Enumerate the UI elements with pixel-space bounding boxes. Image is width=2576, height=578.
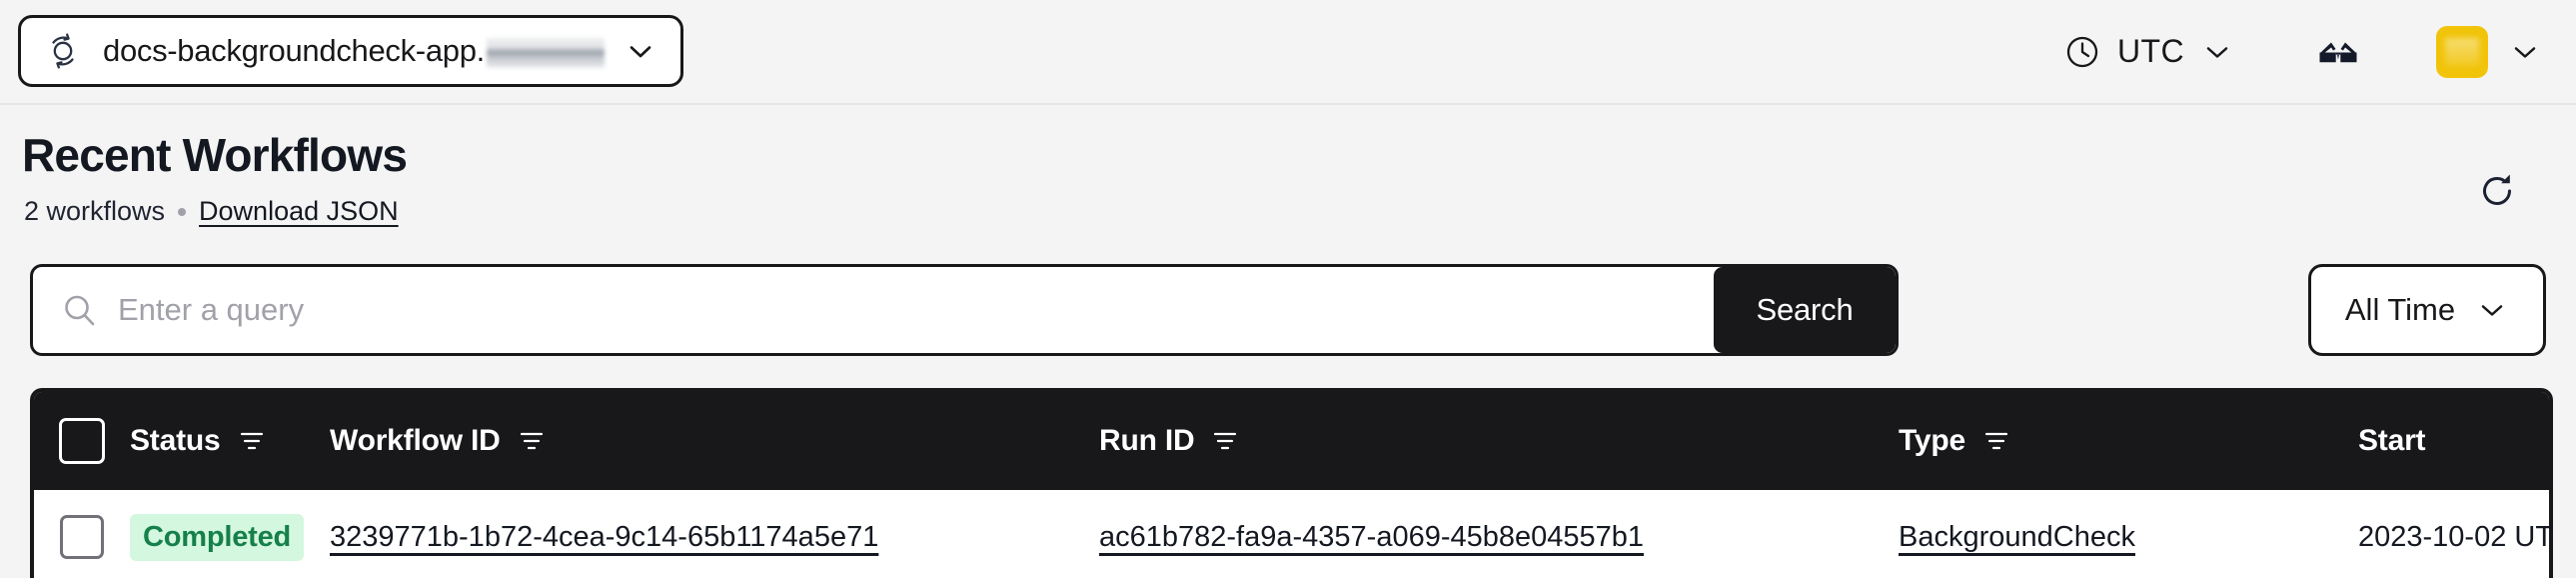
chevron-down-icon[interactable]	[623, 33, 658, 69]
run-id-link[interactable]: ac61b782-fa9a-4357-a069-45b8e04557b1	[1099, 520, 1645, 553]
time-range-label: All Time	[2344, 292, 2456, 327]
time-range-filter[interactable]: All Time	[2308, 264, 2546, 356]
cell-start: 2023-10-02 UT	[2358, 521, 2549, 554]
chevron-down-icon[interactable]	[2475, 293, 2509, 327]
namespace-circular-arrows-icon	[41, 29, 85, 73]
filter-icon[interactable]	[1210, 426, 1240, 456]
top-bar-right-controls: UTC	[2053, 0, 2542, 103]
workflow-type-link[interactable]: BackgroundCheck	[1899, 520, 2135, 553]
top-navigation-bar: docs-backgroundcheck-app. UTC	[0, 0, 2576, 105]
page-title: Recent Workflows	[22, 129, 408, 181]
column-header-status[interactable]: Status	[130, 424, 330, 458]
glasses-button[interactable]	[2314, 28, 2362, 76]
column-header-start[interactable]: Start	[2358, 424, 2549, 458]
column-label-workflow-id: Workflow ID	[330, 424, 501, 457]
search-input[interactable]	[118, 267, 1714, 353]
avatar	[2436, 25, 2488, 78]
cell-type: BackgroundCheck	[1899, 521, 2358, 554]
cell-run-id: ac61b782-fa9a-4357-a069-45b8e04557b1	[1099, 521, 1899, 554]
search-icon	[61, 292, 98, 329]
column-header-workflow-id[interactable]: Workflow ID	[330, 424, 1099, 458]
chevron-down-icon[interactable]	[2200, 35, 2234, 69]
namespace-selector[interactable]: docs-backgroundcheck-app.	[18, 15, 683, 87]
cell-status: Completed	[130, 513, 330, 561]
clock-icon	[2063, 33, 2101, 71]
search-row: Search All Time	[0, 264, 2576, 360]
start-time-value: 2023-10-02 UT	[2358, 520, 2549, 553]
column-label-type: Type	[1899, 424, 1965, 457]
row-checkbox[interactable]	[60, 515, 104, 559]
namespace-name: docs-backgroundcheck-app.	[103, 33, 485, 68]
search-button[interactable]: Search	[1714, 267, 1896, 353]
cell-workflow-id: 3239771b-1b72-4cea-9c14-65b1174a5e71	[330, 521, 1099, 554]
select-all-cell	[34, 418, 130, 464]
select-all-checkbox[interactable]	[59, 418, 105, 464]
filter-icon[interactable]	[237, 426, 267, 456]
page-subline: 2 workflows Download JSON	[24, 196, 399, 227]
workflow-id-link[interactable]: 3239771b-1b72-4cea-9c14-65b1174a5e71	[330, 520, 879, 553]
account-menu[interactable]	[2436, 25, 2542, 78]
download-json-link[interactable]: Download JSON	[199, 196, 399, 226]
column-label-start: Start	[2358, 424, 2426, 457]
status-badge: Completed	[130, 513, 305, 561]
timezone-label: UTC	[2117, 33, 2184, 69]
namespace-redacted-suffix	[486, 37, 605, 68]
column-header-run-id[interactable]: Run ID	[1099, 424, 1899, 458]
workflow-count-label: 2 workflows	[24, 196, 166, 226]
chevron-down-icon[interactable]	[2508, 35, 2542, 69]
namespace-label: docs-backgroundcheck-app.	[103, 33, 605, 69]
table-row[interactable]: Completed 3239771b-1b72-4cea-9c14-65b117…	[34, 490, 2549, 578]
column-label-status: Status	[130, 424, 221, 457]
filter-icon[interactable]	[1981, 426, 2011, 456]
timezone-selector[interactable]: UTC	[2053, 27, 2244, 77]
column-label-run-id: Run ID	[1099, 424, 1195, 457]
workflows-table: Status Workflow ID	[30, 388, 2553, 578]
search-box: Search	[30, 264, 1899, 356]
filter-icon[interactable]	[517, 426, 547, 456]
row-select-cell	[34, 515, 130, 559]
column-header-type[interactable]: Type	[1899, 424, 2358, 458]
refresh-icon[interactable]	[2474, 168, 2520, 214]
separator-dot	[178, 207, 187, 216]
glasses-icon	[2314, 28, 2362, 76]
table-header-row: Status Workflow ID	[34, 392, 2549, 490]
